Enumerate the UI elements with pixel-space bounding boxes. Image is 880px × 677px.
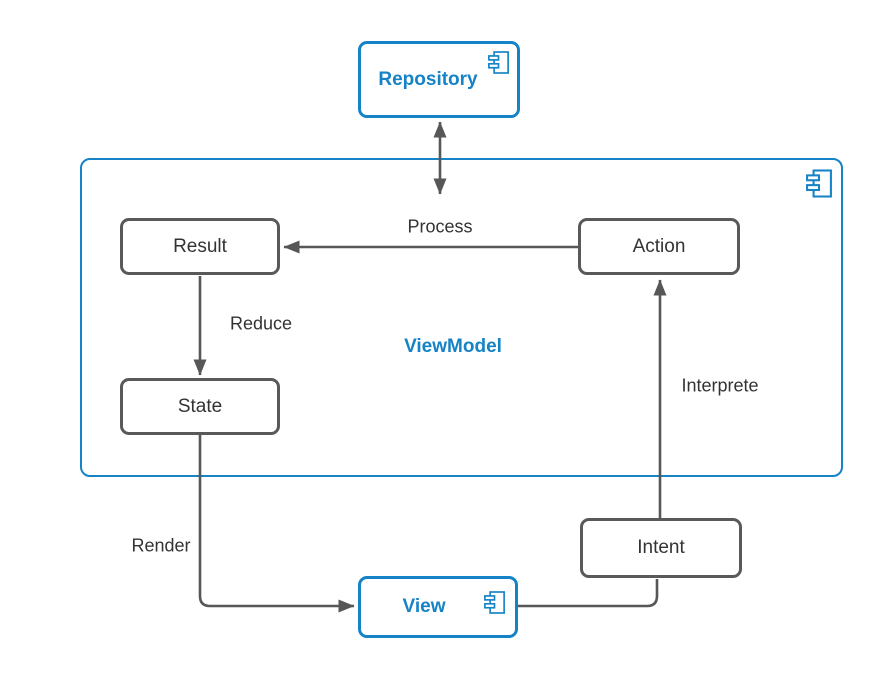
result-label: Result	[173, 235, 227, 257]
viewmodel-title: ViewModel	[404, 336, 502, 357]
component-icon	[484, 591, 505, 614]
edge-label-reduce: Reduce	[229, 313, 293, 334]
state-node: State	[120, 378, 280, 435]
edge-label-interprete: Interprete	[681, 375, 759, 396]
view-node: View	[358, 576, 518, 638]
component-icon	[488, 51, 509, 74]
component-icon	[806, 169, 832, 198]
intent-node: Intent	[580, 518, 742, 578]
result-node: Result	[120, 218, 280, 275]
action-label: Action	[632, 235, 686, 257]
edge-render	[198, 435, 355, 613]
edge-label-render: Render	[131, 535, 191, 556]
intent-label: Intent	[637, 537, 685, 558]
repository-label: Repository	[378, 68, 478, 90]
action-node: Action	[578, 218, 740, 275]
edge-label-process: Process	[407, 216, 473, 237]
state-label: State	[177, 395, 223, 417]
viewmodel-container	[80, 158, 843, 477]
edge-view-intent	[518, 579, 659, 608]
repository-node: Repository	[358, 41, 520, 118]
view-label: View	[402, 596, 446, 617]
